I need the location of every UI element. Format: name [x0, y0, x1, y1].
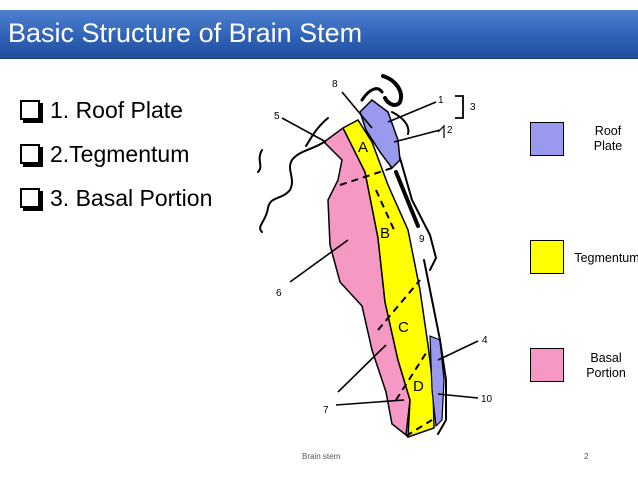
number-label-2: 2	[447, 125, 453, 136]
pointer-1	[387, 101, 437, 123]
section-line-b	[375, 189, 396, 233]
region-label-a: A	[358, 139, 368, 156]
region-label-c: C	[398, 319, 409, 336]
legend-text-line: Roof	[594, 124, 622, 138]
pointer-6	[289, 239, 349, 283]
pointer-2	[393, 129, 441, 143]
legend-label-basal-portion: Basal Portion	[576, 351, 636, 381]
legend-text-line: Tegmentum	[574, 251, 638, 265]
number-label-6: 6	[276, 288, 282, 299]
section-line-ab	[339, 167, 393, 186]
bullet-tegmentum: 2.Tegmentum	[20, 132, 212, 176]
legend-swatch-basal-portion	[530, 348, 564, 382]
number-label-7: 7	[323, 405, 329, 416]
section-line-d	[405, 419, 433, 437]
outline-upper-left	[305, 117, 329, 147]
legend-label-tegmentum: Tegmentum	[574, 251, 638, 266]
pointer-5	[281, 117, 327, 143]
legend-text-line: Basal	[590, 351, 622, 365]
pointer-10	[437, 393, 479, 399]
label-3-bracket	[455, 95, 464, 119]
number-label-4: 4	[482, 335, 488, 346]
bullet-basal-portion: 3. Basal Portion	[20, 176, 212, 220]
bullet-list: 1. Roof Plate 2.Tegmentum 3. Basal Porti…	[20, 88, 212, 220]
outline-dorsal	[399, 157, 438, 271]
number-label-3: 3	[470, 102, 476, 113]
pointer-8	[341, 91, 373, 129]
bullet-text: 1. Roof Plate	[50, 96, 183, 123]
legend-label-roof-plate: Roof Plate	[578, 124, 638, 154]
checkbox-bullet-icon	[20, 100, 40, 120]
number-label-5: 5	[274, 111, 280, 122]
legend-text-line: Plate	[593, 139, 623, 153]
label-2-bracket	[437, 124, 445, 138]
bullet-roof-plate: 1. Roof Plate	[20, 88, 212, 132]
outline-top-arc	[360, 87, 384, 102]
title-bar: Basic Structure of Brain Stem	[0, 10, 638, 59]
number-label-10: 10	[481, 394, 493, 405]
region-label-d: D	[413, 378, 424, 395]
section-line-bc	[377, 279, 421, 331]
outline-left-curl	[259, 141, 325, 233]
checkbox-bullet-icon	[20, 188, 40, 208]
outline-roof-edge	[391, 111, 410, 135]
slide-title: Basic Structure of Brain Stem	[8, 18, 363, 48]
bullet-text: 2.Tegmentum	[50, 140, 190, 167]
outline-dorsal-thick	[394, 170, 420, 228]
outline-left-hook	[257, 149, 263, 173]
outline-top-curl	[381, 74, 403, 107]
number-label-8: 8	[332, 79, 338, 90]
region-label-b: B	[380, 225, 390, 242]
number-label-9: 9	[419, 234, 425, 245]
bullet-text: 3. Basal Portion	[50, 184, 213, 211]
page-number: 2	[584, 452, 589, 461]
number-label-1: 1	[438, 95, 444, 106]
checkbox-bullet-icon	[20, 144, 40, 164]
footer-text: Brain stem	[302, 452, 341, 461]
pointer-4	[437, 340, 479, 361]
outline-dorsal-lower	[423, 259, 447, 435]
pointer-7b	[335, 399, 405, 406]
legend-text-line: Portion	[586, 366, 626, 380]
legend-swatch-roof-plate	[530, 122, 564, 156]
legend-swatch-tegmentum	[530, 240, 564, 274]
pointer-7a	[337, 344, 387, 393]
section-line-cd	[395, 349, 429, 401]
